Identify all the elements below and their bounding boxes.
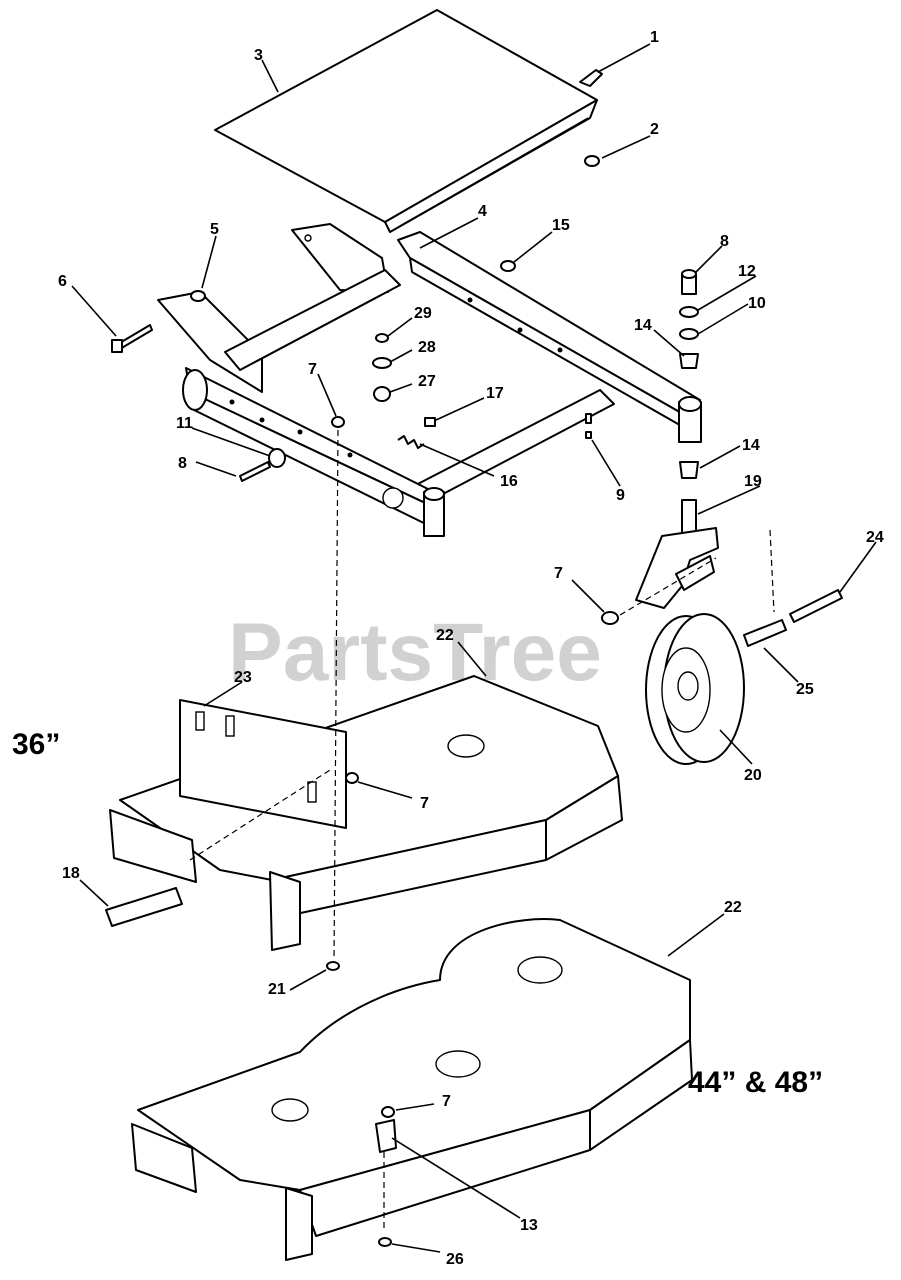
cover-plate xyxy=(214,9,598,233)
callout-7-frame: 7 xyxy=(308,361,317,378)
clip-part-1 xyxy=(579,69,603,87)
callout-15: 15 xyxy=(552,217,570,234)
caster-assembly xyxy=(601,499,843,765)
leader-lines xyxy=(71,43,877,1253)
callout-10: 10 xyxy=(748,295,766,312)
deck-label-44-48: 44” & 48” xyxy=(688,1066,823,1099)
callout-7-caster: 7 xyxy=(554,565,563,582)
callout-20: 20 xyxy=(744,767,762,784)
callout-9: 9 xyxy=(616,487,625,504)
callout-5: 5 xyxy=(210,221,219,238)
hardware xyxy=(111,260,699,482)
callout-22-small: 22 xyxy=(436,627,454,644)
callout-7-deck-large: 7 xyxy=(442,1093,451,1110)
callout-12: 12 xyxy=(738,263,756,280)
callout-24: 24 xyxy=(866,529,884,546)
lift-frame xyxy=(157,223,702,537)
callout-23: 23 xyxy=(234,669,252,686)
callout-29: 29 xyxy=(414,305,432,322)
callout-11: 11 xyxy=(176,415,193,432)
callout-2: 2 xyxy=(650,121,659,138)
callout-3: 3 xyxy=(254,47,263,64)
nut-part-2 xyxy=(584,155,600,167)
callout-16: 16 xyxy=(500,473,518,490)
callout-14-bottom: 14 xyxy=(742,437,760,454)
callout-19: 19 xyxy=(744,473,762,490)
callout-numbers: 1 2 3 4 5 6 7 11 8 29 28 27 17 16 15 9 8… xyxy=(58,29,884,1268)
callout-14-top: 14 xyxy=(634,317,652,334)
callout-13: 13 xyxy=(520,1217,538,1234)
watermark: PartsTree xyxy=(228,607,602,698)
deck-label-36: 36” xyxy=(12,728,60,761)
callout-17: 17 xyxy=(486,385,504,402)
callout-7-deck-small: 7 xyxy=(420,795,429,812)
callout-21: 21 xyxy=(268,981,286,998)
deck-36-inch xyxy=(105,429,623,971)
callout-25: 25 xyxy=(796,681,814,698)
callout-28: 28 xyxy=(418,339,436,356)
deck-44-48-inch xyxy=(131,918,693,1261)
callout-6: 6 xyxy=(58,273,67,290)
callout-26: 26 xyxy=(446,1251,464,1268)
callout-18: 18 xyxy=(62,865,80,882)
callout-27: 27 xyxy=(418,373,436,390)
callout-1: 1 xyxy=(650,29,659,46)
callout-22-large: 22 xyxy=(724,899,742,916)
callout-8-rear: 8 xyxy=(720,233,729,250)
callout-8-front: 8 xyxy=(178,455,187,472)
callout-4: 4 xyxy=(478,203,487,220)
